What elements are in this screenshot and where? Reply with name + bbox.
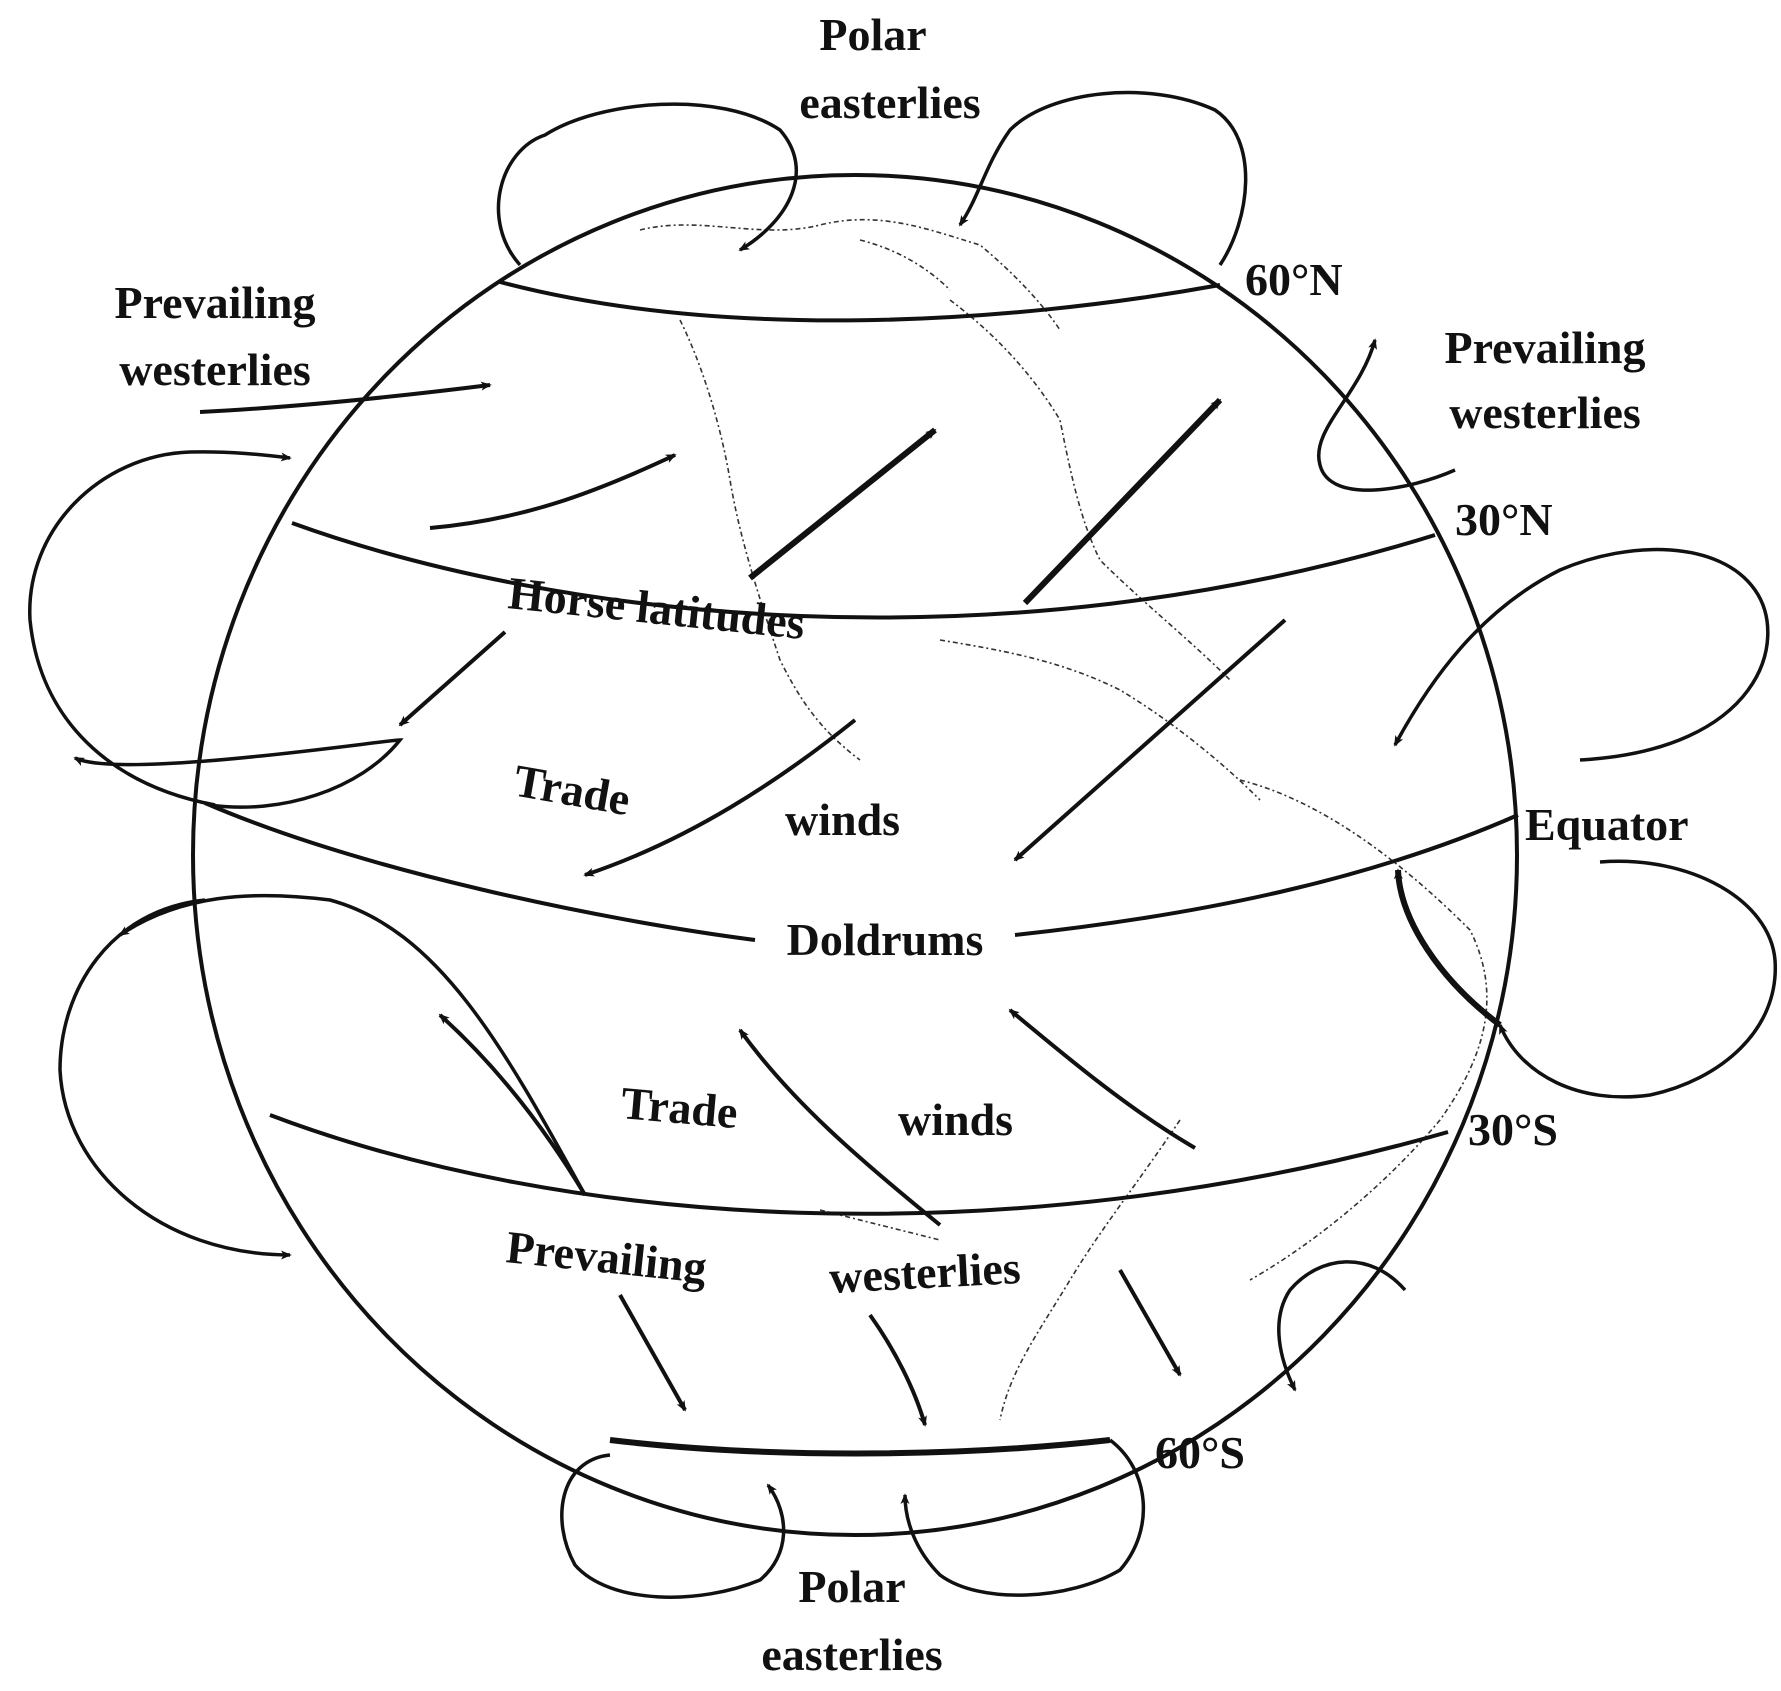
- winds-north-label: winds: [785, 794, 900, 845]
- westerly-arrow-4: [1022, 397, 1223, 606]
- latitude-60n-line: [499, 280, 1221, 323]
- trade-arrow-1: [398, 630, 507, 727]
- horse-latitudes-label: Horse latitudes: [506, 567, 807, 649]
- trade-arrow-3: [1013, 618, 1287, 862]
- south-right-loop: [1277, 1260, 1407, 1392]
- trade-north-label: Trade: [510, 755, 634, 825]
- labels: Polar easterlies Prevailing westerlies P…: [114, 9, 1688, 1680]
- south-left-cell-loop: [118, 893, 587, 1196]
- westerly-arrow-1: [199, 381, 492, 414]
- north-right-westerly-loop: [1316, 338, 1456, 492]
- polar-easterlies-north-line1: Polar: [819, 9, 926, 60]
- equator-label: Equator: [1525, 799, 1689, 850]
- south-westerly-arrow-2: [868, 1313, 927, 1427]
- north-polar-loop-right: [958, 90, 1248, 266]
- south-polar-loop-right: [900, 1438, 1146, 1597]
- latitude-60s-line: [609, 1437, 1111, 1457]
- prevailing-westerlies-left-line1: Prevailing: [114, 277, 315, 328]
- south-westerly-arrow-3: [1118, 1269, 1182, 1377]
- equator-right-loop: [1498, 859, 1777, 1099]
- doldrums-label: Doldrums: [787, 914, 984, 965]
- south-polar-loop-left: [560, 1453, 786, 1599]
- globe-outline: [191, 173, 1519, 1537]
- north-left-cell-loop: [28, 450, 292, 807]
- westerly-arrow-2: [429, 453, 677, 530]
- circulation-cells: [28, 90, 1777, 1599]
- prevailing-westerlies-left-line2: westerlies: [119, 344, 311, 395]
- latitude-30n-label: 30°N: [1455, 494, 1553, 545]
- south-westerly-arrow-1: [618, 1294, 687, 1412]
- prevailing-south-label: Prevailing: [504, 1221, 709, 1293]
- westerlies-south-label: westerlies: [828, 1242, 1022, 1303]
- prevailing-westerlies-right-line1: Prevailing: [1444, 322, 1645, 373]
- polar-easterlies-north-line2: easterlies: [799, 77, 980, 128]
- latitude-60n-label: 60°N: [1245, 254, 1343, 305]
- westerly-arrow-3: [748, 427, 937, 581]
- trade-arrow-7: [1393, 868, 1502, 1028]
- polar-easterlies-south-line1: Polar: [798, 1561, 905, 1612]
- trade-arrow-2: [583, 718, 857, 877]
- equator-line-right: [1014, 813, 1519, 937]
- north-polar-loop-left: [496, 102, 799, 267]
- wind-arrows: [199, 381, 1502, 1427]
- winds-south-label: winds: [898, 1094, 1013, 1145]
- trade-arrow-6: [1008, 1008, 1197, 1150]
- south-left-outer-loop: [58, 898, 292, 1260]
- north-right-trade-loop: [1393, 547, 1770, 762]
- trade-arrow-5: [738, 1028, 942, 1227]
- equator-line: [204, 801, 756, 942]
- polar-easterlies-south-line2: easterlies: [761, 1629, 942, 1680]
- latitude-60s-label: 60°S: [1155, 1427, 1245, 1478]
- continent-outlines: [639, 218, 1488, 1421]
- latitude-30s-label: 30°S: [1468, 1104, 1558, 1155]
- latitude-30s-line: [269, 1113, 1449, 1216]
- north-left-cell-loop-lower: [73, 738, 404, 809]
- prevailing-westerlies-right-line2: westerlies: [1449, 387, 1641, 438]
- trade-south-label: Trade: [619, 1077, 740, 1138]
- latitude-30n-line: [291, 521, 1436, 620]
- trade-arrow-4: [438, 1013, 587, 1197]
